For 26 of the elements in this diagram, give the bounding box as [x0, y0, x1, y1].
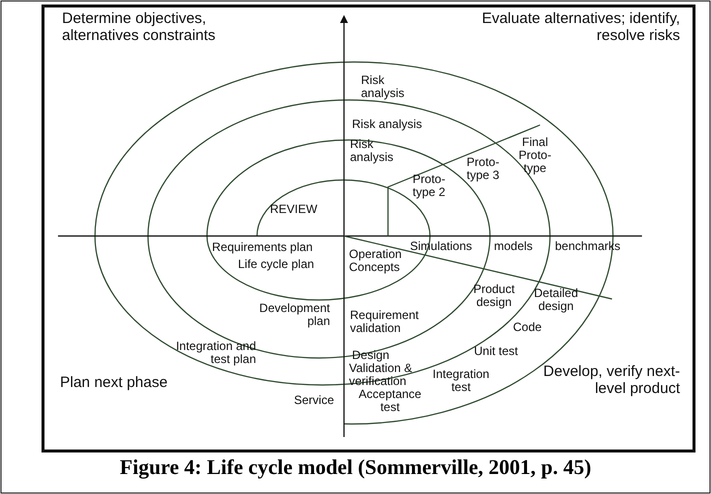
phase-label: Product design	[472, 283, 516, 309]
quadrant-label: Evaluate alternatives; identify, resolve risks	[480, 10, 680, 44]
phase-label: Operation Concepts	[349, 248, 403, 274]
caption: Figure 4: Life cycle model (Sommerville, 2001, p. 45)	[118, 455, 592, 480]
quadrant-label: Determine objectives, alternatives constraints	[62, 10, 216, 44]
phase-label: Design	[352, 349, 390, 362]
phase-label: Proto- type 3	[466, 156, 500, 182]
phase-label: Final Proto- type	[518, 136, 552, 175]
phase-label: Acceptance test	[358, 388, 422, 414]
phase-label: Risk analysis	[350, 138, 394, 164]
phase-label: Unit test	[474, 345, 518, 358]
phase-label: Integration test	[432, 368, 490, 394]
phase-label: Risk analysis	[352, 118, 422, 131]
phase-label: Life cycle plan	[238, 258, 314, 271]
phase-label: Development plan	[258, 302, 330, 328]
phase-label: Requirement validation	[350, 309, 420, 335]
phase-label: Proto- type 2	[412, 173, 446, 199]
phase-label: models	[494, 240, 533, 253]
phase-label: REVIEW	[270, 203, 318, 216]
phase-label: Risk analysis	[361, 74, 406, 100]
quadrant-label: Develop, verify next-level product	[542, 363, 680, 397]
phase-label: Detailed design	[532, 287, 580, 313]
phase-label: Service	[294, 394, 334, 407]
quadrant-label: Plan next phase	[60, 374, 168, 391]
phase-label: Requirements plan	[212, 241, 313, 254]
phase-label: Code	[513, 321, 542, 334]
